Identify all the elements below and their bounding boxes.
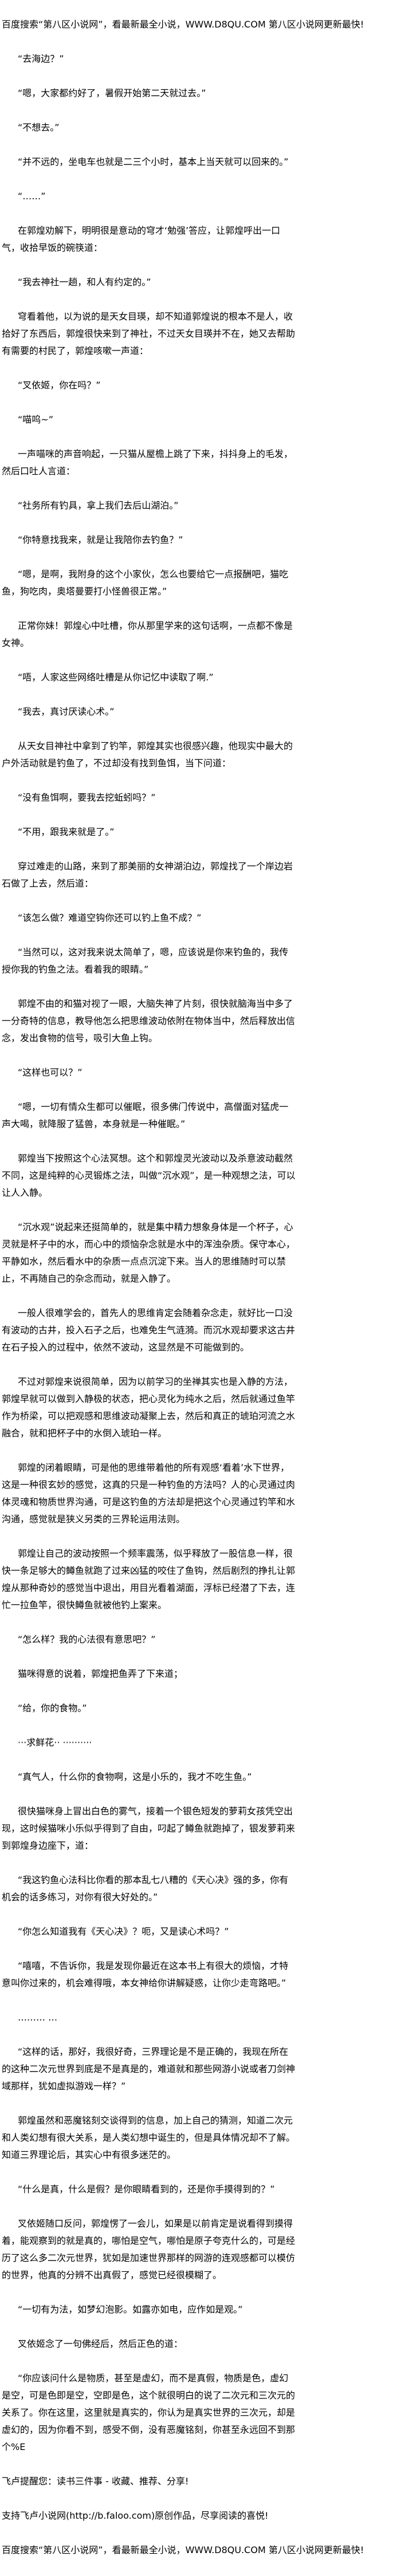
story-paragraph: 一声喵咪的声音响起，一只猫从屋檐上跳了下来，抖抖身上的毛发，然后口吐人言道： xyxy=(2,448,293,476)
story-paragraph: “我去神社一趟，和人有约定的。” xyxy=(18,277,151,287)
story-paragraph: “并不远的，坐电车也就是二三个小时，基本上当天就可以回来的。” xyxy=(18,156,289,167)
story-paragraph: 从天女目神社中拿到了钓竿，郭煌其实也很感兴趣，他现实中最大的户外活动就是钓鱼了，… xyxy=(2,740,293,769)
story-paragraph: “该怎么做？难道空钩你还可以钓上鱼不成？” xyxy=(18,912,202,923)
story-paragraph: 郭煌虽然和恶魔铭刻交谈得到的信息，加上自己的猜测，知道二次元和人类幻想有很大关系… xyxy=(2,2115,296,2160)
story-paragraph: “嗯，大家都约好了，暑假开始第二天就过去。” xyxy=(18,88,206,99)
story-paragraph: “没有鱼饵啊，要我去挖蚯蚓吗？” xyxy=(18,792,156,803)
chapter-document: 百度搜索“第八区小说网”，看最新最全小说，WWW.D8QU.COM 第八区小说网… xyxy=(2,19,364,2555)
story-paragraph: “一切有为法，如梦幻泡影。如露亦如电，应作如是观。” xyxy=(18,2304,243,2315)
header-banner: 百度搜索“第八区小说网”，看最新最全小说，WWW.D8QU.COM 第八区小说网… xyxy=(2,19,364,30)
story-paragraph: 郭煌的闭着眼睛，可是他的思维带着他的所有观感‘看着’水下世界，这是一种很玄妙的感… xyxy=(2,1462,296,1525)
story-paragraph: “喵呜~” xyxy=(18,414,53,425)
story-paragraph: “你应该问什么是物质，甚至是虚幻，而不是真假，物质是色，虚幻是空，可是色即是空，… xyxy=(2,2373,296,2452)
footer-reminder: 飞卢提醒您：读书三件事 - 收藏、推荐、分享! xyxy=(2,2476,189,2487)
story-paragraph: 穿过难走的山路，来到了那美丽的女神湖泊边，郭煌找了一个岸边岩石做了上去，然后道： xyxy=(2,861,293,889)
story-paragraph: 穹看着他，以为说的是天女目瑛，却不知道郭煌说的根本不是人，收拾好了东西后，郭煌很… xyxy=(2,311,296,356)
story-paragraph: 一般人很难学会的，首先人的思维肯定会随着杂念走，就好比一口没有波动的古井，投入石… xyxy=(2,1307,296,1353)
story-paragraph: “怎么样？我的心法很有意思吧？” xyxy=(18,1634,156,1645)
footer-support-link[interactable]: 支持飞卢小说网(http://b.faloo.com)原创作品，尽享阅读的喜悦! xyxy=(2,2510,269,2521)
story-paragraph: “我去，真讨厌读心术。” xyxy=(18,706,115,717)
story-paragraph: “唔，人家这些网络吐槽是从你记忆中读取了啊.” xyxy=(18,672,214,683)
story-paragraph: “当然可以，这对我来说太简单了，嗯，应该说是你来钓鱼的，我传授你我的钓鱼之法。看… xyxy=(2,947,289,975)
story-paragraph: 猫咪得意的说着，郭煌把鱼弄了下来道； xyxy=(18,1668,183,1679)
chapter-body: “去海边？” “嗯，大家都约好了，暑假开始第二天就过去。” “不想去。” “并不远的，… xyxy=(2,50,297,2456)
story-paragraph: “你怎么知道我有《天心决》？呃，又是读心术吗？” xyxy=(18,1926,229,1937)
story-paragraph: 叉依姬随口反问，郭煌愣了一会儿，如果是以前肯定是说看得到摸得着，能观察到的就是真… xyxy=(2,2218,296,2280)
story-paragraph: 郭煌当下按照这个心法冥想。这个和郭煌灵光波动以及杀意波动截然不同，这是纯粹的心灵… xyxy=(2,1153,296,1198)
story-paragraph: 郭煌不由的和猫对视了一眼，大脑失神了片刻，很快就脑海当中多了一分奇特的信息，教导… xyxy=(2,998,296,1043)
story-paragraph: “嘻嘻，不告诉你，我是发现你最近在这本书上有很大的烦恼，才特意叫你过来的，机会难… xyxy=(2,1960,289,1988)
footer-banner: 百度搜索“第八区小说网”，看最新最全小说，WWW.D8QU.COM 第八区小说网… xyxy=(2,2545,364,2555)
story-paragraph: “叉依姬，你在吗？” xyxy=(18,380,101,391)
story-paragraph: “沉水观”说起来还挺简单的，就是集中精力想象身体是一个杯子，心灵就是杯子中的水，… xyxy=(2,1222,296,1284)
story-paragraph: 很快猫咪身上冒出白色的雾气，接着一个银色短发的萝莉女孩凭空出现，这时候猫咪小乐似… xyxy=(2,1806,296,1851)
story-paragraph: “这样也可以？” xyxy=(18,1067,82,1078)
story-paragraph: “不用，跟我来就是了。” xyxy=(18,826,115,837)
story-paragraph: “我这钓鱼心法科比你看的那本乱七八糟的《天心决》强的多，你有机会的话多练习，对你… xyxy=(2,1874,289,1903)
story-paragraph: “嗯，一切有情众生都可以催眠，很多佛门传说中，高僧面对猛虎一声大喝，就降服了猛兽… xyxy=(2,1101,289,1129)
story-paragraph: ……… … xyxy=(18,2012,58,2023)
story-paragraph: “嗯，是啊，我附身的这个小家伙，怎么也要给它一点报酬吧，猫吃鱼，狗吃肉，奥塔曼要… xyxy=(2,569,289,597)
story-paragraph: 正常你妹！郭煌心中吐槽，你从那里学来的这句话啊，一点都不像是女神。 xyxy=(2,620,293,648)
story-paragraph: “社务所有钓具，拿上我们去后山湖泊。” xyxy=(18,500,179,511)
story-paragraph: “不想去。” xyxy=(18,122,60,133)
story-paragraph: 在郭煌劝解下，明明很是意动的穹才‘勉强’答应，让郭煌呼出一口气，收拾早饭的碗筷道… xyxy=(2,225,281,253)
story-paragraph: “你特意找我来，就是让我陪你去钓鱼？” xyxy=(18,534,183,545)
story-paragraph: “……” xyxy=(18,191,46,202)
story-paragraph: ···求鲜花·· ·········· xyxy=(18,1737,92,1748)
story-paragraph: “真气人，什么你的食物啊，这是小乐的，我才不吃生鱼。” xyxy=(18,1771,252,1782)
story-paragraph: 郭煌让自己的波动按照一个频率震荡，似乎释放了一股信息一样，很快一条足够大的鳟鱼就… xyxy=(2,1548,296,1610)
story-paragraph: “给，你的食物。” xyxy=(18,1703,87,1714)
story-paragraph: “去海边？” xyxy=(18,53,64,64)
story-paragraph: “这样的话，那好，我很好奇，三界理论是不是正确的，我现在所在的这种二次元世界到底… xyxy=(2,2046,296,2091)
story-paragraph: 叉依姬念了一句佛经后，然后正色的道： xyxy=(18,2338,183,2349)
story-paragraph: “什么是真，什么是假？是你眼睛看到的，还是你手摸得到的？” xyxy=(18,2184,275,2195)
story-paragraph: 不过对郭煌来说很简单，因为以前学习的坐禅其实也是入静的方法，郭煌早就可以做到入静… xyxy=(2,1376,296,1439)
